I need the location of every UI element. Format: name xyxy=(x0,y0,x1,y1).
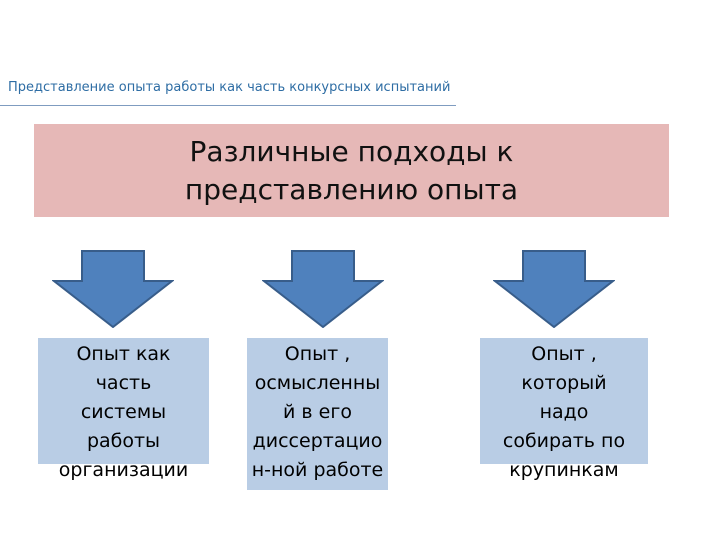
approach-box-organization-line-3: системы xyxy=(80,401,167,423)
approach-box-collected-line-2: который xyxy=(521,372,607,394)
down-arrow-icon-1 xyxy=(52,250,174,328)
approach-box-dissertation-line-2: осмысленны xyxy=(254,372,381,394)
approach-box-organization: Опыт как часть системы работы организаци… xyxy=(38,338,209,481)
approach-box-collected-line-3: надо xyxy=(539,401,589,423)
banner-title-line-2: представлению опыта xyxy=(184,172,519,206)
approach-box-dissertation: Опыт , осмысленны й в его диссертацио н-… xyxy=(247,338,388,490)
approach-box-dissertation-line-5: н-ной работе xyxy=(251,459,384,481)
approach-box-organization-line-5: организации xyxy=(58,459,189,481)
approach-box-dissertation-line-1: Опыт , xyxy=(284,343,351,365)
approach-box-organization-line-4: работы xyxy=(86,430,161,452)
approach-box-dissertation-line-3: й в его xyxy=(283,401,352,423)
approach-box-organization-line-1: Опыт как xyxy=(76,343,171,365)
down-arrow-icon-2 xyxy=(262,250,384,328)
banner-title-line-1: Различные подходы к xyxy=(189,134,514,168)
approach-box-collected: Опыт , который надо собирать по крупинка… xyxy=(480,338,648,481)
down-arrow-icon-3 xyxy=(493,250,615,328)
banner-title: Различные подходы к представлению опыта xyxy=(185,133,518,209)
approach-box-collected-line-5: крупинкам xyxy=(509,459,619,481)
subtitle-underline xyxy=(0,105,456,106)
approach-box-dissertation-line-4: диссертацио xyxy=(252,430,383,452)
slide-subtitle: Представление опыта работы как часть кон… xyxy=(8,80,451,95)
approach-box-collected-line-4: собирать по xyxy=(502,430,626,452)
title-banner: Различные подходы к представлению опыта xyxy=(34,124,669,217)
approach-box-collected-line-1: Опыт , xyxy=(531,343,597,365)
approach-box-organization-line-2: часть xyxy=(95,372,152,394)
